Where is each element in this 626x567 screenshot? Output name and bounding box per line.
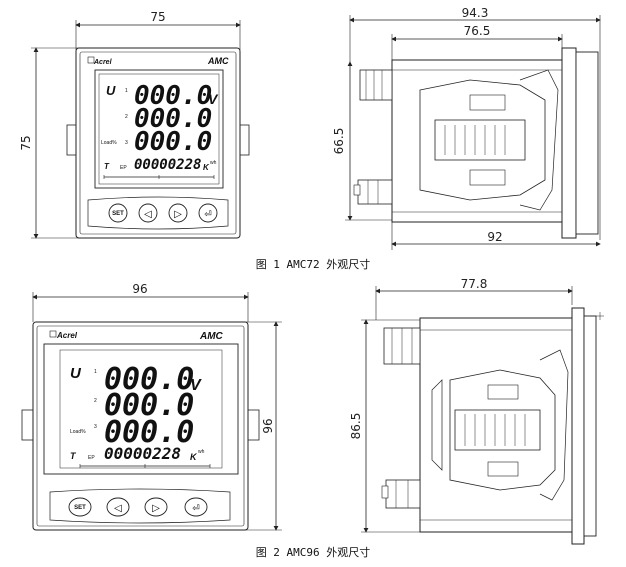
fig1-brand-logo [87, 56, 95, 64]
fig2-total-unit: K [190, 452, 198, 462]
fig1-left-button [138, 203, 158, 223]
fig1-load-label: Load% [101, 140, 117, 146]
fig1-value-1: 000.0 [134, 81, 212, 111]
fig1-enter-button [198, 203, 218, 223]
fig1-unit: V [208, 91, 219, 107]
fig1-total-letter: T [104, 162, 110, 171]
fig2-right-button [144, 497, 168, 517]
fig1-enter-icon: ⏎ [204, 210, 212, 220]
fig1-row-letter: U [106, 83, 116, 98]
fig2-total-value: 00000228 [104, 444, 181, 463]
fig1-depth-total: 94.3 [462, 6, 489, 20]
fig2-right-arrow-icon: ▷ [152, 503, 160, 514]
fig1-bottom-width: 92 [487, 230, 502, 244]
fig1-front-view: 75 75 Acrel AMC U 1 000.0 V 2 000.0 Load… [19, 10, 250, 239]
fig2-brand: Acrel [56, 331, 78, 340]
fig2-total-unit-sub: wh [198, 449, 205, 455]
fig2-enter-icon: ⏎ [192, 504, 200, 514]
fig2-depth-body: 77.8 [461, 277, 488, 291]
fig2-enter-button [184, 497, 208, 517]
fig2-set-button-label: SET [74, 505, 86, 511]
fig2-row-index-3: 3 [94, 424, 97, 430]
fig1-set-button [108, 203, 128, 223]
fig1-left-arrow-icon: ◁ [144, 209, 152, 220]
fig1-front-height-label: 75 [19, 135, 33, 150]
fig1-brand: Acrel [93, 59, 113, 66]
fig2-brand-logo [49, 330, 57, 338]
fig1-row-index-2: 2 [125, 114, 128, 120]
fig2-front-width-label: 96 [132, 282, 147, 296]
fig2-total-letter: T [70, 451, 77, 461]
fig2-load-label: Load% [70, 429, 86, 435]
fig1-total-sub: EP [120, 165, 127, 171]
fig2-unit: V [190, 377, 202, 394]
fig2-caption: 图 2 AMC96 外观尺寸 [256, 545, 371, 559]
fig2-value-1: 000.0 [104, 362, 194, 397]
fig1-side-height: 66.5 [332, 128, 346, 155]
fig1-set-button-label: SET [112, 211, 124, 217]
fig1-row-index-1: 1 [125, 88, 128, 94]
fig2-set-button [68, 497, 92, 517]
fig1-value-3: 000.0 [134, 127, 212, 157]
fig2-row-index-1: 1 [94, 369, 97, 375]
fig2-total-sub: EP [88, 455, 95, 461]
fig2-front-height-label: 96 [261, 418, 275, 433]
fig2-left-arrow-icon: ◁ [114, 503, 122, 514]
fig2-side-view: 77.8 86.5 [349, 277, 604, 545]
fig2-value-3: 000.0 [104, 415, 194, 450]
fig1-right-arrow-icon: ▷ [174, 209, 182, 220]
fig2-model: AMC [199, 331, 224, 342]
fig1-total-value: 00000228 [134, 157, 201, 173]
fig1-row-index-3: 3 [125, 140, 128, 146]
fig2-row-index-2: 2 [94, 398, 97, 404]
fig1-caption: 图 1 AMC72 外观尺寸 [256, 257, 371, 271]
fig2-value-2: 000.0 [104, 388, 194, 423]
fig2-front-view: 96 96 Acrel AMC U 1 000.0 V 2 000.0 Load… [21, 282, 282, 531]
fig1-depth-body: 76.5 [464, 24, 491, 38]
fig1-side-view: 94.3 76.5 66.5 [332, 6, 601, 250]
fig2-left-button [106, 497, 130, 517]
fig1-total-unit-sub: wh [210, 160, 217, 166]
fig1-front-width-label: 75 [150, 10, 165, 24]
fig1-value-2: 000.0 [134, 104, 212, 134]
fig1-model: AMC [207, 56, 229, 66]
fig2-row-letter: U [70, 365, 82, 382]
fig2-side-height: 86.5 [349, 413, 363, 440]
fig1-right-button [168, 203, 188, 223]
fig1-total-unit: K [203, 163, 210, 172]
